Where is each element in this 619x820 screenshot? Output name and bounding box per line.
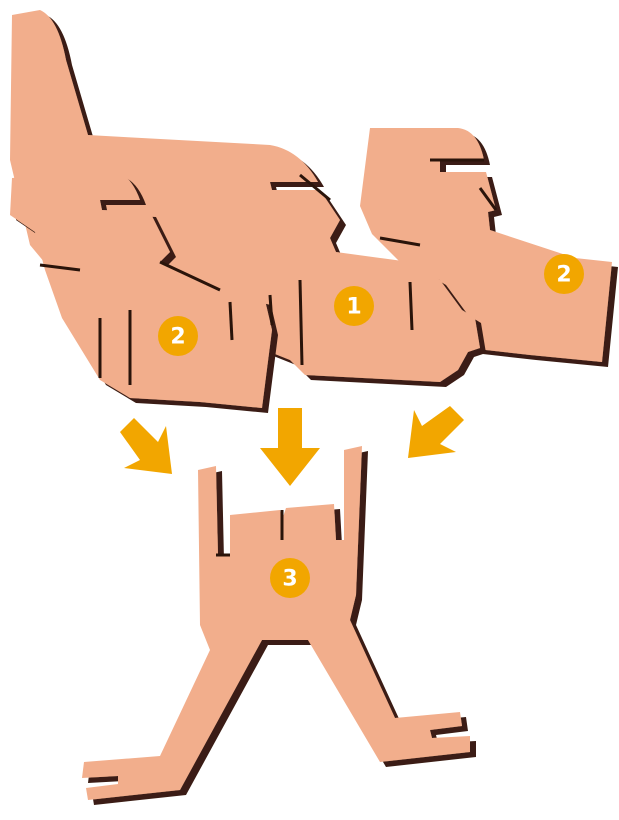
stand-piece	[82, 446, 470, 800]
right-wing-piece	[360, 128, 612, 362]
slot-lines	[39, 158, 498, 557]
badge-1: 1	[334, 286, 374, 326]
badge-1-label: 1	[346, 295, 361, 320]
badge-2-left-label: 2	[170, 325, 185, 350]
badge-2-left: 2	[158, 316, 198, 356]
arrow-left	[120, 418, 172, 474]
arrow-right	[408, 406, 464, 458]
badge-3-label: 3	[282, 567, 297, 592]
badge-2-right-label: 2	[556, 263, 571, 288]
arrow-middle	[260, 408, 320, 486]
arrow-down-icon	[260, 408, 320, 486]
left-wing-piece	[10, 170, 272, 408]
arrow-down-left-icon	[408, 406, 464, 458]
arrow-down-right-icon	[120, 418, 172, 474]
badge-2-right: 2	[544, 254, 584, 294]
badge-3: 3	[270, 558, 310, 598]
